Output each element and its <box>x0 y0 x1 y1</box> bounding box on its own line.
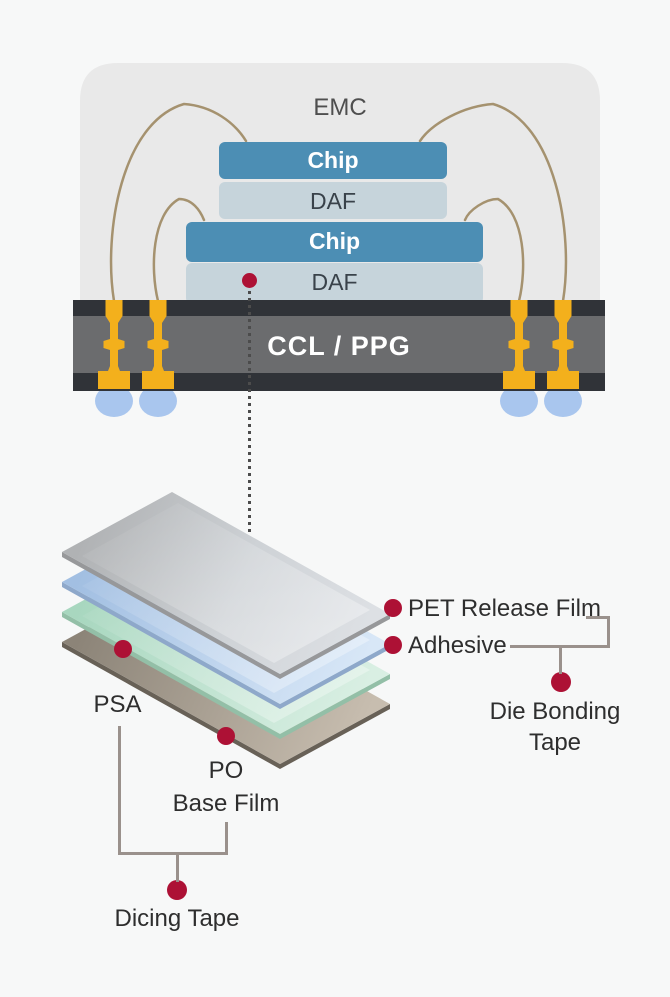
po-base-film-label-line2: Base Film <box>172 790 280 817</box>
bond-wire-outer-right <box>418 102 568 303</box>
die-bonding-bracket-line <box>559 645 562 674</box>
bond-wire-outer-left <box>109 102 248 303</box>
solder-ball <box>139 385 177 417</box>
die-bonding-tape-label: Die Bonding Tape <box>475 696 635 758</box>
dicing-bracket-line <box>118 726 121 854</box>
dicing-bracket-line <box>176 852 179 882</box>
daf-bottom-label: DAF <box>311 269 358 295</box>
chip-bottom-label: Chip <box>308 228 361 254</box>
die-bonding-marker-dot <box>551 672 571 692</box>
daf-top-label: DAF <box>310 188 356 214</box>
bond-wire-inner-left <box>152 197 206 303</box>
layer-pet-release-film-sheen <box>82 503 370 663</box>
daf-bottom <box>186 263 483 304</box>
die-bonding-bracket-line <box>607 616 610 648</box>
daf-top <box>219 182 447 219</box>
dicing-bracket-line <box>118 852 228 855</box>
po-base-film-label: PO Base Film <box>156 754 296 820</box>
substrate-top-layer <box>73 300 605 316</box>
chip-top-label: Chip <box>307 147 359 173</box>
copper-via <box>142 300 174 389</box>
dicing-bracket-line <box>225 822 228 855</box>
solder-ball <box>544 385 582 417</box>
psa-marker-dot <box>114 640 132 658</box>
solder-ball <box>500 385 538 417</box>
emc-label: EMC <box>313 94 367 121</box>
copper-via <box>503 300 535 389</box>
daf-marker-dot <box>242 273 257 288</box>
chip-bottom <box>186 222 483 262</box>
pet-marker-dot <box>384 599 402 617</box>
substrate-label: CCL / PPG <box>267 331 411 361</box>
copper-via <box>98 300 130 389</box>
pet-release-film-label: PET Release Film <box>408 595 601 622</box>
dotted-connector-line <box>248 291 251 533</box>
die-bonding-tape-label-line2: Tape <box>528 729 582 756</box>
copper-via <box>547 300 579 389</box>
psa-label: PSA <box>93 691 142 718</box>
adhesive-marker-dot <box>384 636 402 654</box>
dicing-marker-dot <box>167 880 187 900</box>
bond-wire-inner-right <box>463 197 525 303</box>
adhesive-label: Adhesive <box>408 632 507 659</box>
po-marker-dot <box>217 727 235 745</box>
solder-ball <box>95 385 133 417</box>
substrate-bottom-layer <box>73 373 605 391</box>
dicing-tape-label: Dicing Tape <box>114 905 240 932</box>
die-bonding-bracket-line <box>586 616 610 619</box>
die-bonding-tape-label-line1: Die Bonding <box>489 698 621 725</box>
po-base-film-label-line1: PO <box>208 757 244 784</box>
chip-top <box>219 142 447 179</box>
tape-stack-graphic <box>62 492 390 769</box>
package-graphic <box>73 63 605 417</box>
